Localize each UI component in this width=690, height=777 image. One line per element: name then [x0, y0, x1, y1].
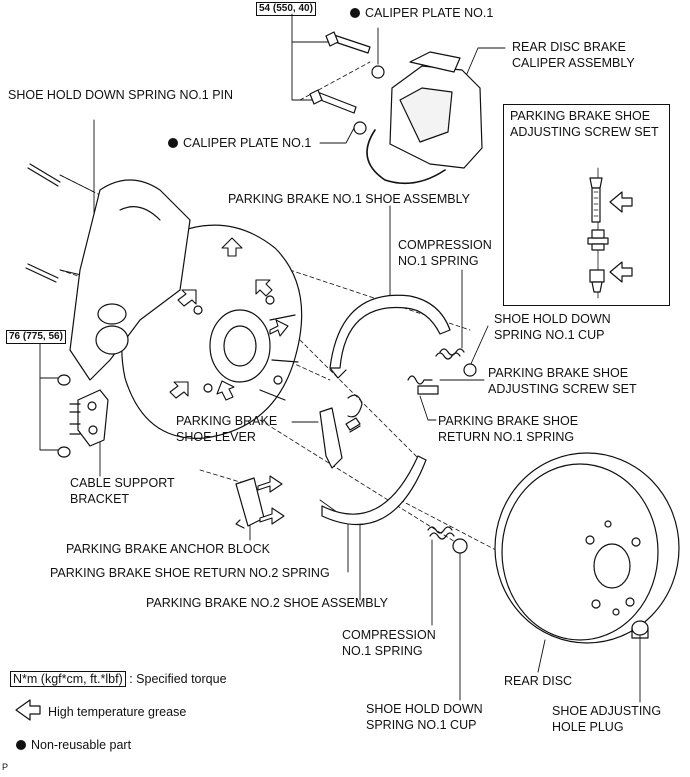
page-marker: P: [2, 762, 9, 772]
hole-plug-drawing: [631, 620, 649, 639]
legend-grease-text: High temperature grease: [48, 705, 187, 719]
hold-down-pins: [25, 163, 61, 283]
caliper-assembly-label-line1: REAR DISC BRAKE: [512, 40, 626, 54]
caliper-plate-top-label: CALIPER PLATE NO.1: [350, 6, 493, 21]
adjusting-screw-set-drawing: [587, 167, 633, 299]
return-spring-1-label-line2: RETURN NO.1 SPRING: [438, 430, 575, 444]
shoe-lever-drawing: [319, 394, 363, 469]
legend-torque-desc: : Specified torque: [129, 672, 227, 686]
caliper-assembly-drawing: [366, 51, 483, 185]
legend-torque: N*m (kgf*cm, ft.*lbf) : Specified torque: [10, 671, 227, 687]
legend-torque-unit: N*m (kgf*cm, ft.*lbf): [10, 671, 126, 687]
caliper-assembly-label-line2: CALIPER ASSEMBLY: [512, 56, 635, 70]
adjusting-screw-label-line2: ADJUSTING SCREW SET: [488, 382, 637, 396]
compression-spring-top-label-line2: NO.1 SPRING: [398, 254, 479, 268]
compression-spring-bottom-label-line1: COMPRESSION: [342, 628, 436, 642]
cable-bracket-torque-value: 76 (775, 56): [6, 330, 66, 344]
caliper-bolts: [309, 31, 385, 135]
panel-title-line2: ADJUSTING SCREW SET: [510, 125, 659, 139]
return-spring-2-label: PARKING BRAKE SHOE RETURN NO.2 SPRING: [50, 566, 330, 580]
cable-bracket-label-line2: BRACKET: [70, 492, 130, 506]
shoe-lever-label-line1: PARKING BRAKE: [176, 414, 278, 428]
no1-shoe-assembly-label: PARKING BRAKE NO.1 SHOE ASSEMBLY: [228, 192, 470, 206]
caliper-plate-top-text: CALIPER PLATE NO.1: [365, 6, 494, 20]
non-reusable-dot-icon: [168, 138, 178, 148]
legend-non-reusable-text: Non-reusable part: [31, 738, 132, 752]
hold-down-pin-label: SHOE HOLD DOWN SPRING NO.1 PIN: [8, 88, 234, 102]
springs: [407, 348, 477, 554]
non-reusable-dot-icon: [350, 8, 360, 18]
no1-shoe-drawing: [329, 294, 451, 379]
no2-shoe-assembly-label: PARKING BRAKE NO.2 SHOE ASSEMBLY: [146, 596, 388, 610]
caliper-torque-value: 54 (550, 40): [256, 2, 316, 16]
shoe-lever-label-line2: SHOE LEVER: [176, 430, 256, 444]
non-reusable-dot-icon: [16, 740, 26, 750]
hold-down-cup-bottom-label-line2: SPRING NO.1 CUP: [366, 718, 477, 732]
no2-shoe-drawing: [321, 455, 427, 525]
adjusting-screw-set-panel: PARKING BRAKE SHOE ADJUSTING SCREW SET: [503, 104, 670, 306]
hold-down-cup-bottom-label-line1: SHOE HOLD DOWN: [366, 702, 483, 716]
hole-plug-label-line1: SHOE ADJUSTING: [552, 704, 662, 718]
grease-arrows: [169, 237, 289, 525]
cable-bracket-label-line1: CABLE SUPPORT: [70, 476, 175, 490]
hold-down-cup-top-label-line2: SPRING NO.1 CUP: [494, 328, 605, 342]
caliper-plate-mid-label: CALIPER PLATE NO.1: [168, 136, 311, 151]
rear-disc-drawing: [494, 452, 680, 644]
cable-support-bracket-drawing: [57, 374, 109, 458]
return-spring-1-label-line1: PARKING BRAKE SHOE: [438, 414, 579, 428]
hold-down-cup-top-label-line1: SHOE HOLD DOWN: [494, 312, 611, 326]
compression-spring-top-label-line1: COMPRESSION: [398, 238, 492, 252]
caliper-plate-mid-text: CALIPER PLATE NO.1: [183, 136, 312, 150]
knuckle-drawing: [69, 179, 191, 381]
hole-plug-label-line2: HOLE PLUG: [552, 720, 624, 734]
rear-disc-label: REAR DISC: [504, 674, 573, 688]
grease-legend-arrow: [15, 699, 41, 721]
anchor-block-label: PARKING BRAKE ANCHOR BLOCK: [66, 542, 270, 556]
compression-spring-bottom-label-line2: NO.1 SPRING: [342, 644, 423, 658]
legend-non-reusable: Non-reusable part: [16, 738, 131, 753]
adjusting-screw-label-line1: PARKING BRAKE SHOE: [488, 366, 629, 380]
panel-title-line1: PARKING BRAKE SHOE: [510, 109, 651, 123]
